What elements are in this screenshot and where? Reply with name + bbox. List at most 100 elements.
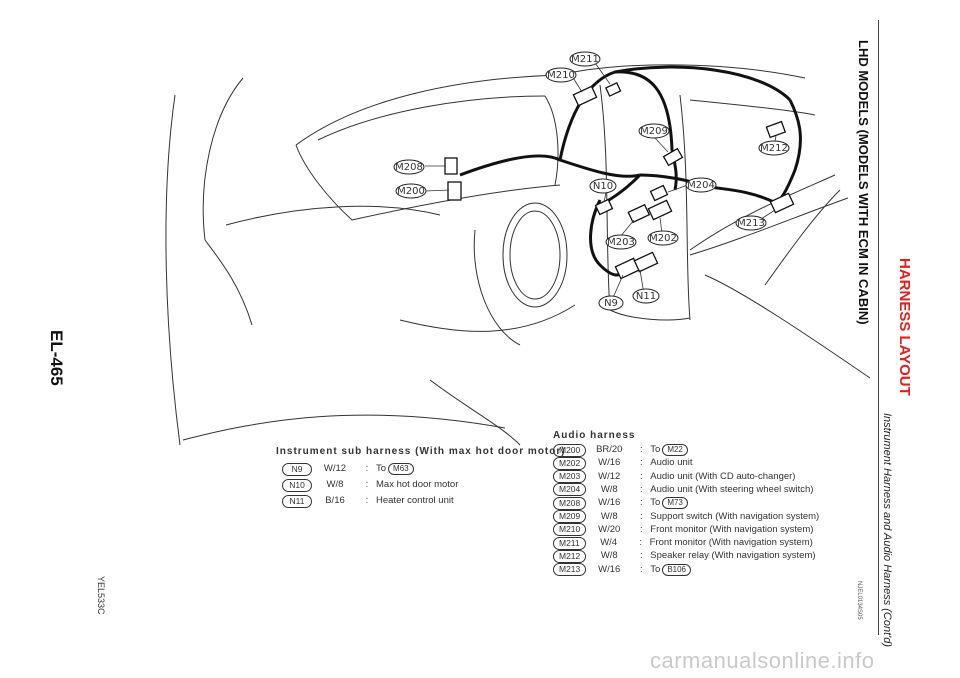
separator: : (639, 550, 643, 562)
separator: : (639, 523, 643, 535)
connector-description: To (650, 563, 661, 575)
wire-spec: W/8 (600, 510, 618, 522)
wire-spec: W/12 (598, 470, 621, 482)
legend-row: M212 W/8: Speaker relay (With navigation s… (553, 549, 816, 563)
separator: : (365, 495, 369, 506)
target-connector: M22 (662, 444, 688, 456)
connector-code: M203 (553, 470, 587, 484)
connector-description: To (376, 463, 387, 474)
instrument-legend-title: Instrument sub harness (With max hot doo… (276, 446, 566, 457)
separator: : (639, 470, 643, 482)
legend-row: M204 W/8: Audio unit (With steering wheel … (553, 483, 813, 497)
legend-row: M211 W/4: Front monitor (With navigation s… (553, 536, 813, 550)
callout-m208: M208 (393, 159, 425, 175)
svg-text:N11: N11 (636, 291, 656, 302)
connector-description: Front monitor (With navigation system) (649, 537, 813, 549)
margin-rule (878, 20, 879, 635)
wire-spec: W/4 (600, 537, 618, 549)
svg-text:M213: M213 (737, 218, 765, 229)
callout-m202: M202 (647, 230, 679, 246)
connector-description: Front monitor (With navigation system) (650, 523, 814, 535)
wire-spec: W/8 (326, 479, 344, 490)
wire-spec: W/16 (598, 563, 621, 575)
connector-code: M210 (553, 523, 587, 537)
svg-text:M202: M202 (649, 233, 677, 244)
svg-text:M211: M211 (571, 54, 599, 65)
separator: : (639, 497, 643, 509)
connector-description: To (650, 497, 661, 509)
connector-description: To (650, 444, 661, 455)
svg-text:M212: M212 (760, 143, 788, 154)
connector-code: M211 (553, 536, 586, 550)
callout-m200: M200 (395, 183, 427, 199)
callout-n10: N10 (589, 178, 617, 194)
connector-code: M209 (553, 510, 587, 523)
wire-spec: BR/20 (596, 444, 623, 455)
connector-code: N9 (282, 462, 312, 476)
connector-code: M212 (553, 549, 587, 563)
svg-text:N10: N10 (593, 181, 613, 192)
audio-legend-title: Audio harness (553, 430, 636, 441)
target-connector: B106 (662, 563, 691, 576)
connector-code: M202 (553, 456, 587, 470)
separator: : (639, 444, 643, 455)
connector-description: Support switch (With navigation system) (650, 510, 820, 522)
separator: : (365, 463, 369, 474)
callout-m203: M203 (605, 234, 637, 250)
connector-description: Max hot door motor (376, 479, 459, 490)
legend-row: N10 W/8: Max hot door motor (282, 478, 458, 492)
connector-description: Audio unit (With CD auto-changer) (650, 470, 796, 482)
connector-code: M208 (553, 496, 587, 510)
separator: : (639, 537, 642, 549)
svg-text:M200: M200 (397, 186, 425, 197)
legend-row: M209 W/8: Support switch (With navigation … (553, 510, 819, 524)
separator: : (639, 563, 643, 575)
legend-row: M202 W/16: Audio unit (553, 456, 693, 470)
svg-text:N9: N9 (604, 298, 618, 309)
legend-row: M210 W/20: Front monitor (With navigation … (553, 523, 813, 537)
wire-spec: W/16 (598, 457, 621, 469)
callout-m211: M211 (569, 51, 601, 67)
separator: : (639, 483, 643, 495)
connector-description: Audio unit (With steering wheel switch) (650, 483, 814, 495)
callout-m212: M212 (758, 140, 790, 156)
callout-n11: N11 (632, 288, 660, 304)
connector-code: N10 (282, 478, 312, 492)
legend-row: M203 W/12: Audio unit (With CD auto-change… (553, 470, 795, 484)
connector-description: Audio unit (650, 457, 693, 469)
connector-description: Speaker relay (With navigation system) (650, 550, 816, 562)
wire-spec: W/16 (598, 497, 621, 509)
connector-code: M200 (553, 443, 587, 457)
separator: : (365, 479, 369, 490)
connector-code: N11 (282, 494, 312, 508)
callout-m209: M209 (638, 123, 670, 139)
callout-m204: M204 (685, 177, 717, 193)
wire-spec: W/8 (600, 483, 618, 495)
svg-text:M209: M209 (640, 126, 668, 137)
svg-text:M204: M204 (687, 180, 715, 191)
wire-spec: W/12 (323, 463, 347, 474)
svg-text:M208: M208 (395, 162, 423, 173)
svg-text:M203: M203 (607, 237, 635, 248)
separator: : (639, 510, 643, 522)
wire-spec: W/20 (598, 523, 621, 535)
target-connector: M73 (662, 497, 688, 510)
svg-text:M210: M210 (547, 70, 575, 81)
connector-code: M204 (553, 483, 587, 497)
separator: : (639, 457, 643, 469)
diagram-callouts: M211 M210 M209 M212 M208 M200 N10 M204 M… (393, 51, 790, 311)
callout-n9: N9 (598, 295, 624, 311)
callout-m213: M213 (735, 215, 767, 231)
callout-m210: M210 (545, 67, 577, 83)
connector-description: Heater control unit (376, 495, 454, 506)
connector-code: M213 (553, 563, 587, 577)
wire-spec: W/8 (600, 550, 618, 562)
target-connector: M63 (388, 463, 414, 475)
